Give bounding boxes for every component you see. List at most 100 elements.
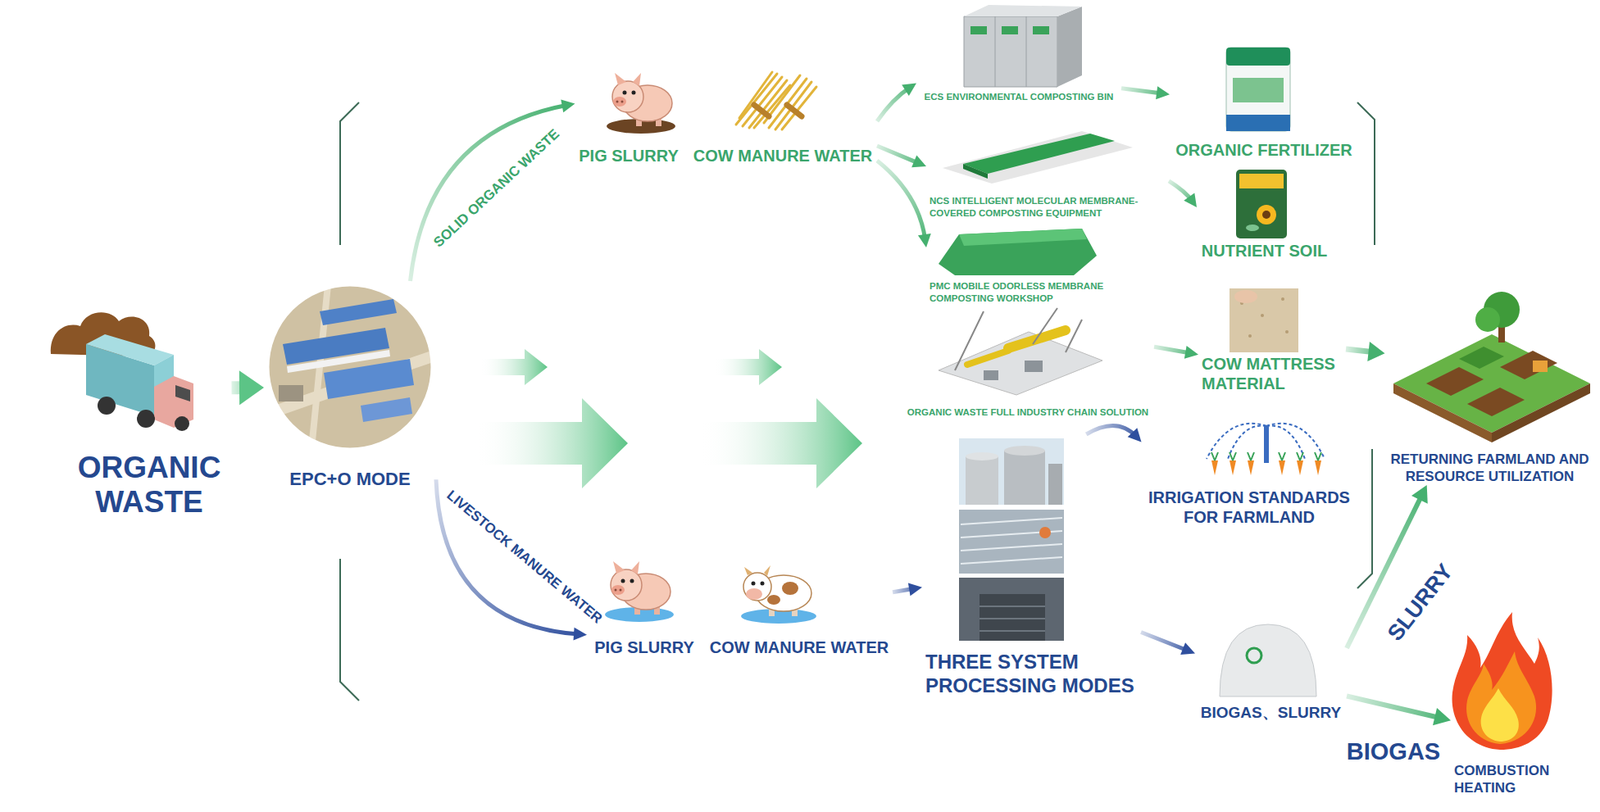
straw-icon bbox=[736, 72, 817, 130]
flow-band-part bbox=[479, 349, 548, 386]
tank-photo-part bbox=[960, 518, 1063, 564]
mattress-material-part bbox=[1285, 330, 1289, 334]
ncs-equipment bbox=[942, 131, 1133, 184]
cow-icon bbox=[740, 565, 817, 624]
arrow-line bbox=[877, 145, 919, 164]
node-label: COW MANURE WATER bbox=[693, 145, 873, 166]
arrow-head bbox=[1127, 427, 1142, 442]
bracket-part bbox=[1357, 102, 1375, 246]
cow-icon-part bbox=[781, 581, 799, 596]
arrow-line bbox=[1140, 632, 1188, 651]
outcome-node: COMBUSTION HEATING bbox=[1450, 606, 1566, 797]
mattress-material-part bbox=[1234, 290, 1258, 304]
cow-icon-part bbox=[751, 581, 756, 587]
sprinkler-icon-part bbox=[1266, 426, 1305, 460]
flow-arrow bbox=[231, 370, 265, 405]
sprinkler-icon-part bbox=[1263, 426, 1269, 464]
tank-photo-part bbox=[1039, 527, 1051, 539]
ncs-equipment-part bbox=[963, 163, 988, 179]
tank-photo-part bbox=[965, 452, 999, 461]
site-photo-part-part bbox=[268, 285, 432, 450]
chain-machine bbox=[938, 308, 1103, 396]
sprinkler-icon bbox=[1206, 423, 1325, 476]
tank-photo-part bbox=[959, 577, 1064, 641]
fertilizer-bag-part bbox=[1226, 47, 1291, 132]
arrow-line bbox=[877, 87, 910, 122]
cow-icon-part bbox=[745, 588, 763, 600]
ncs-equipment-part bbox=[942, 131, 1133, 184]
farm-scene-part bbox=[1532, 360, 1548, 373]
cow-icon-part bbox=[760, 581, 765, 587]
tank-photo-part bbox=[979, 594, 1046, 641]
flow-arrow bbox=[892, 582, 923, 596]
product-node: NUTRIENT SOIL bbox=[1196, 163, 1332, 261]
equipment-node: PMC MOBILE ODORLESS MEMBRANE COMPOSTING … bbox=[926, 222, 1132, 305]
fertilizer-bag-part bbox=[1232, 77, 1284, 103]
soil-bag-part bbox=[1239, 173, 1284, 189]
truck-icon-part bbox=[86, 334, 174, 366]
node-label: PIG SLURRY bbox=[594, 637, 695, 658]
ecs-bin-part bbox=[995, 16, 1027, 87]
pig-icon-part bbox=[621, 579, 626, 584]
flow-band-part bbox=[699, 398, 863, 489]
source-icon: COW MANURE WATER bbox=[705, 557, 893, 658]
flow-arrow bbox=[1154, 345, 1199, 360]
pmc-workshop bbox=[938, 228, 1097, 276]
farm-scene-part bbox=[1467, 387, 1525, 417]
ecs-bin-part bbox=[970, 26, 987, 35]
straw-icon-part bbox=[786, 104, 802, 117]
pig-icon-part bbox=[612, 81, 644, 113]
node-label: EPC+O MODE bbox=[289, 468, 410, 491]
fertilizer-bag bbox=[1226, 47, 1291, 132]
bracket-part bbox=[340, 102, 360, 246]
edge-label: SLURRY bbox=[1382, 559, 1459, 646]
equipment-node: ORGANIC WASTE FULL INDUSTRY CHAIN SOLUTI… bbox=[901, 308, 1155, 419]
pig-icon-part bbox=[619, 589, 623, 592]
farm-scene-part bbox=[1475, 307, 1500, 332]
fertilizer-bag-part bbox=[1226, 114, 1291, 132]
tank-photo-part bbox=[959, 509, 1064, 574]
flow-arrow bbox=[1345, 341, 1386, 362]
pig-icon-part bbox=[622, 90, 628, 96]
node-label: NCS INTELLIGENT MOLECULAR MEMBRANE-COVER… bbox=[929, 195, 1165, 220]
biogas-dome-part bbox=[1219, 624, 1317, 697]
edge-label: BIOGAS bbox=[1346, 738, 1441, 766]
ncs-equipment-part bbox=[963, 133, 1115, 174]
truck-icon-part bbox=[175, 385, 191, 402]
node-label: ORGANIC WASTE FULL INDUSTRY CHAIN SOLUTI… bbox=[907, 406, 1149, 419]
flame-icon bbox=[1452, 612, 1553, 750]
arrow-line bbox=[1121, 88, 1162, 94]
pig-icon-part bbox=[611, 585, 625, 596]
node-label: BIOGAS、SLURRY bbox=[1200, 704, 1341, 723]
sprinkler-icon-part bbox=[1296, 460, 1304, 476]
site-photo-part-part bbox=[278, 385, 304, 402]
pig-icon bbox=[604, 561, 674, 623]
arrow-head bbox=[572, 627, 587, 641]
mattress-material-part bbox=[1260, 313, 1264, 318]
flow-arrow bbox=[1168, 181, 1197, 208]
arrow-head bbox=[1183, 192, 1197, 208]
cow-icon-part bbox=[767, 595, 781, 605]
mattress-material-part bbox=[1229, 288, 1299, 353]
farm-scene-part bbox=[1426, 367, 1484, 396]
arrow-head bbox=[911, 155, 927, 169]
farm-scene-part bbox=[1393, 334, 1591, 433]
site-photo-part-part bbox=[323, 359, 414, 400]
sprinkler-icon-part bbox=[1229, 460, 1237, 476]
arrow-head bbox=[560, 99, 575, 113]
pig-icon-part bbox=[614, 589, 618, 592]
chain-machine-part bbox=[967, 350, 1009, 365]
soil-bag bbox=[1236, 169, 1287, 239]
arrow-head bbox=[918, 233, 932, 248]
process-node: THREE SYSTEM PROCESSING MODES bbox=[922, 434, 1141, 699]
flame-icon-part bbox=[1481, 688, 1519, 742]
mattress-material-part bbox=[1281, 297, 1285, 301]
node-label: THREE SYSTEM PROCESSING MODES bbox=[925, 650, 1138, 699]
outcome-node: RETURNING FARMLAND AND RESOURCE UTILIZAT… bbox=[1385, 288, 1596, 486]
node-label: NUTRIENT SOIL bbox=[1201, 240, 1328, 261]
farm-scene bbox=[1393, 291, 1591, 443]
product-node: ORGANIC FERTILIZER bbox=[1169, 40, 1359, 160]
straw-icon-part bbox=[754, 104, 769, 117]
tank-photo-part bbox=[965, 456, 999, 505]
tank-photo-part bbox=[1004, 450, 1046, 505]
